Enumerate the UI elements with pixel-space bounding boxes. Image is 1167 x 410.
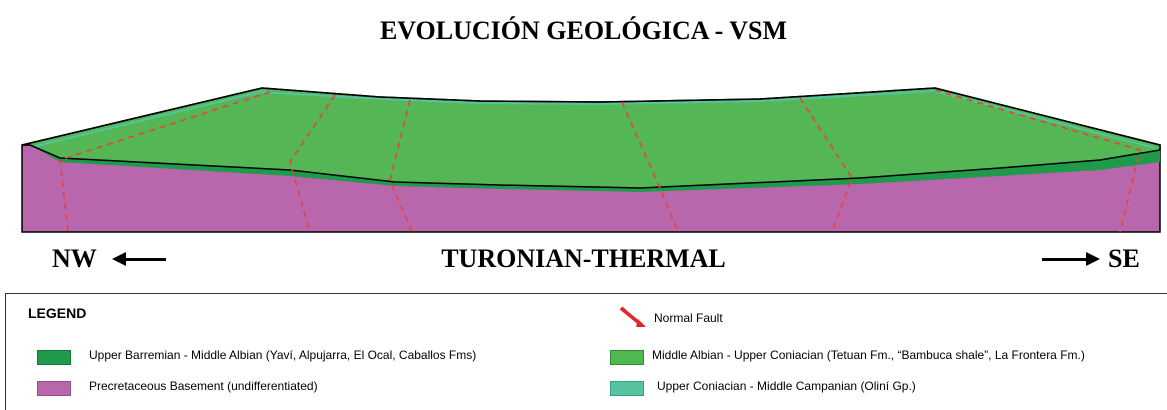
legend-label-olini: Upper Coniacian - Middle Campanian (Olin…	[657, 379, 916, 393]
right-arrow-shaft	[1042, 258, 1088, 261]
direction-se: SE	[1108, 244, 1140, 273]
section-label: TURONIAN-THERMAL	[441, 244, 726, 273]
normal-faults	[59, 89, 1141, 233]
lower-green-band	[30, 145, 1160, 192]
left-arrow-icon	[112, 252, 126, 266]
legend-box: LEGEND Upper Barremian - Middle Albian (…	[5, 293, 1167, 410]
fault-5	[799, 97, 853, 233]
legend-swatch-barremian	[37, 350, 71, 365]
olini-thin-layer	[35, 89, 1156, 149]
section-top-outline	[21, 87, 1161, 146]
direction-nw: NW	[52, 244, 97, 273]
figure-title: EVOLUCIÓN GEOLÓGICA - VSM	[379, 16, 788, 45]
cross-section	[21, 87, 1161, 233]
legend-label-normal-fault: Normal Fault	[654, 311, 723, 325]
legend-swatch-albian-coniacian	[610, 350, 644, 365]
fault-2	[289, 94, 336, 233]
left-arrow-shaft	[124, 258, 166, 261]
fault-3	[389, 99, 413, 233]
fault-6	[934, 89, 1141, 233]
right-arrow-icon	[1086, 252, 1100, 266]
fault-1	[59, 91, 271, 233]
normal-fault-icon	[619, 306, 646, 327]
legend-label-barremian: Upper Barremian - Middle Albian (Yaví, A…	[89, 348, 477, 362]
legend-label-basement: Precretaceous Basement (undifferentiated…	[89, 379, 318, 393]
fault-4	[621, 101, 679, 233]
legend-label-albian-coniacian: Middle Albian - Upper Coniacian (Tetuan …	[652, 348, 1085, 362]
legend-swatch-olini	[610, 381, 644, 396]
legend-swatch-basement	[37, 381, 71, 396]
legend-title: LEGEND	[28, 305, 87, 321]
